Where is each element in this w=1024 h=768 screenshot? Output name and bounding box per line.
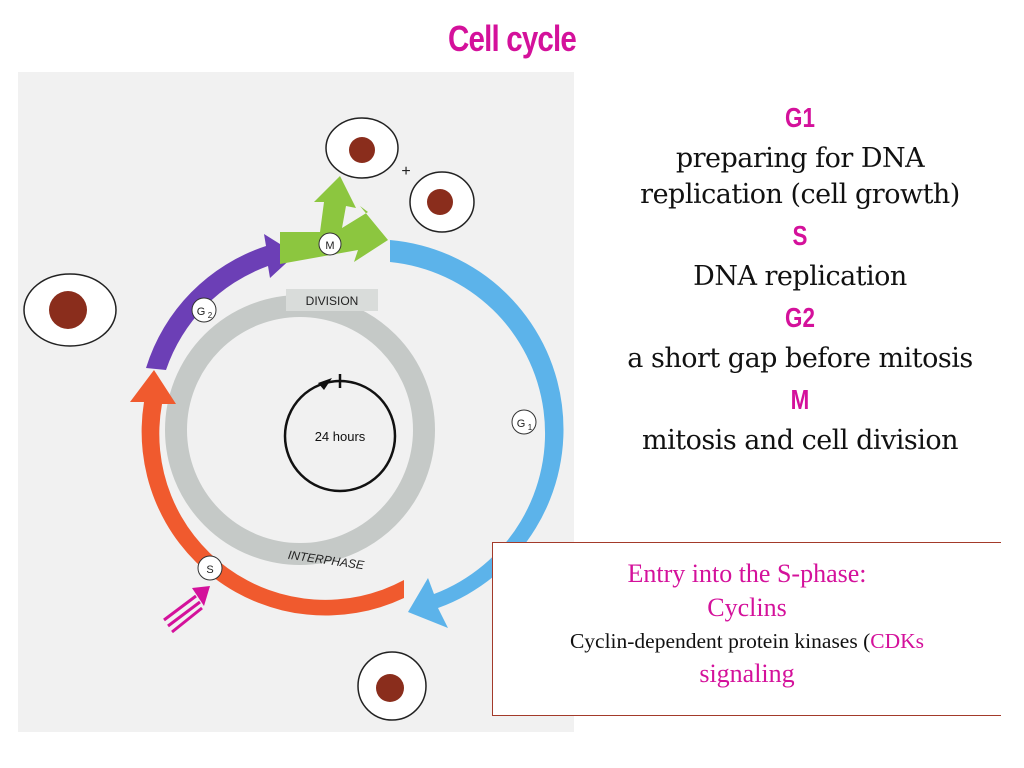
g1-description-line2: replication (cell growth) (640, 179, 960, 210)
g2-heading: G2 (785, 302, 815, 333)
interphase-ring (165, 295, 435, 565)
badge-g1-sub: 1 (528, 423, 533, 432)
badge-s-label: S (206, 564, 213, 576)
clock-arrow-icon (318, 378, 332, 390)
entry-cdk-highlight: CDK (870, 629, 916, 653)
badge-g2-label: G (197, 306, 206, 318)
entry-cdk-cut: s (915, 629, 925, 653)
slide-title: Cell cycle (447, 18, 577, 59)
badge-g2: G 2 (191, 297, 217, 323)
s-heading: S (792, 220, 808, 251)
entry-cdk-prefix: Cyclin-dependent protein kinases ( (569, 629, 871, 653)
entry-signaling: signaling (699, 659, 795, 688)
division-plaque (286, 289, 378, 311)
cell-cycle-diagram: DIVISION INTERPHASE 24 hours M G 2 G (23, 117, 564, 721)
s-entry-pointer-icon (163, 586, 210, 634)
badge-g2-sub: 2 (208, 311, 213, 320)
plus-sign: + (401, 163, 410, 180)
division-label: DIVISION (306, 294, 359, 308)
s-description: DNA replication (693, 261, 907, 292)
entry-cdk-line: Cyclin-dependent protein kinases (CDKs (493, 625, 1001, 657)
entry-cyclins: Cyclins (707, 593, 787, 622)
g1-description-line1: preparing for DNA (675, 143, 925, 174)
badge-m: M (318, 232, 342, 256)
m-description: mitosis and cell division (641, 425, 959, 456)
cell-bottom (357, 651, 427, 721)
g2-arc (146, 234, 296, 370)
g1-heading: G1 (785, 102, 815, 133)
g1-arc (390, 240, 564, 628)
cell-top (325, 117, 399, 179)
s-arc (130, 370, 404, 616)
badge-m-label: M (325, 240, 334, 252)
badge-s: S (197, 555, 223, 581)
cell-cycle-figure: DIVISION INTERPHASE 24 hours M G 2 G (18, 72, 574, 732)
entry-title: Entry into the S-phase: (627, 559, 867, 588)
m-heading: M (790, 384, 810, 415)
s-phase-entry-box: Entry into the S-phase: Cyclins Cyclin-d… (492, 542, 1001, 716)
badge-g1: G 1 (511, 409, 537, 435)
phase-notes: G1 preparing for DNA replication (cell g… (580, 100, 1020, 464)
m-block (280, 176, 388, 264)
cell-top-right (409, 171, 475, 233)
clock-label: 24 hours (315, 429, 366, 444)
badge-g1-label: G (517, 418, 526, 430)
g2-description: a short gap before mitosis (627, 343, 973, 374)
cell-left (23, 273, 117, 347)
